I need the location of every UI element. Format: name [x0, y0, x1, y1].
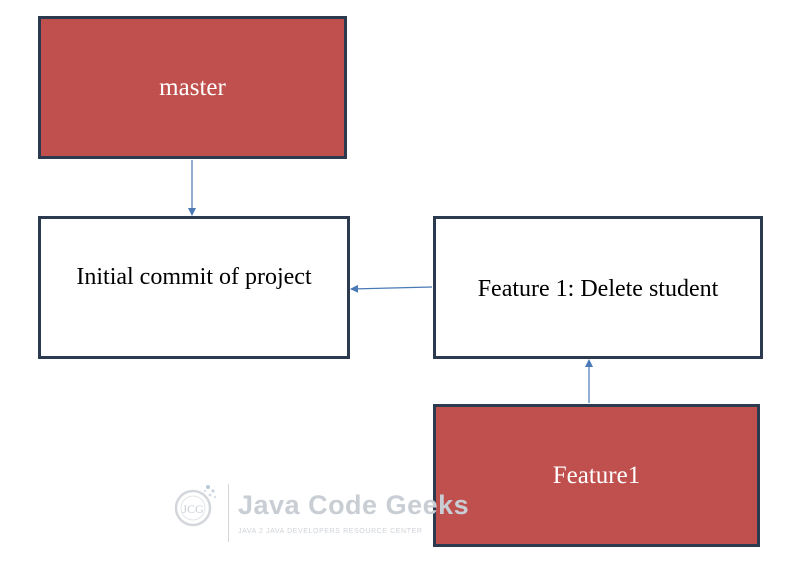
- jcg-logo-icon: JCG: [174, 485, 217, 527]
- watermark-subtitle: JAVA 2 JAVA DEVELOPERS RESOURCE CENTER: [238, 528, 423, 535]
- commit-label-initial: Initial commit of project: [76, 264, 312, 290]
- jcg-logo-letters: JCG: [182, 502, 204, 516]
- commit-box-feature-1: Feature 1: Delete student: [433, 216, 763, 359]
- arrow-feature-to-initial: [350, 284, 433, 293]
- commit-box-initial: Initial commit of project: [38, 216, 350, 359]
- watermark-divider: [228, 484, 229, 542]
- watermark-title: Java Code Geeks: [238, 490, 470, 520]
- branch-box-master: master: [38, 16, 347, 159]
- commit-label-feature-1: Feature 1: Delete student: [477, 276, 719, 302]
- branch-label-master: master: [159, 73, 226, 101]
- watermark: JCG Java Code Geeks JAVA 2 JAVA DEVELOPE…: [172, 480, 469, 550]
- branch-label-feature1: Feature1: [552, 461, 641, 489]
- branch-box-feature1: Feature1: [433, 404, 760, 547]
